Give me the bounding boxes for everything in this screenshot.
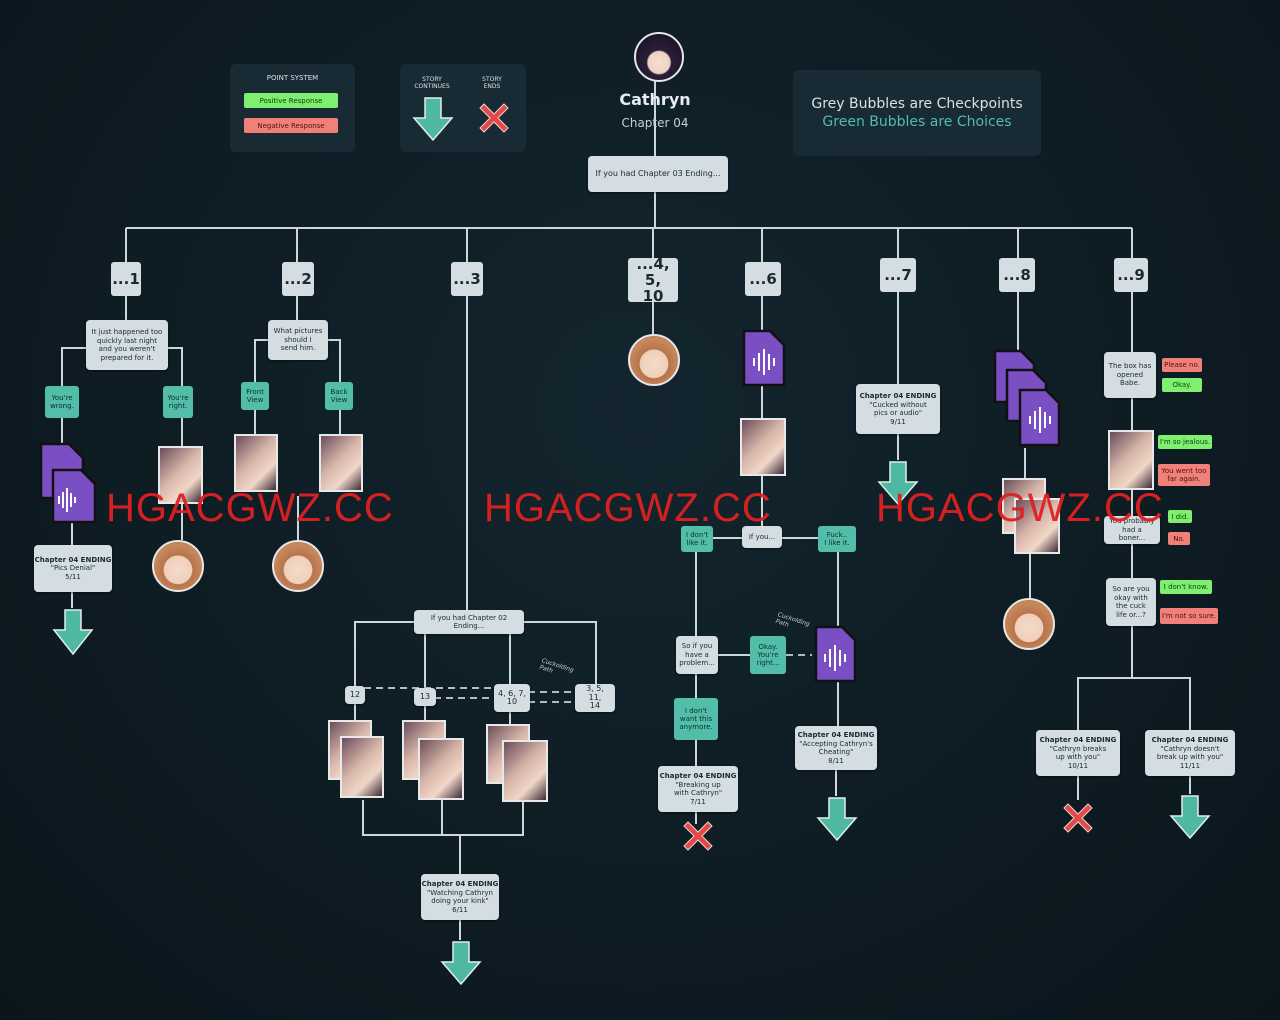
- cathryn-avatar: [634, 32, 684, 82]
- b9-ending-stay: Chapter 04 ENDING"Cathryn doesn't break …: [1145, 730, 1235, 776]
- branch-9: ...9: [1114, 258, 1148, 292]
- arrow-down-icon: [440, 941, 482, 986]
- b9-photo: [1108, 430, 1154, 490]
- branch-7: ...7: [880, 258, 916, 292]
- arrow-down-icon: [1169, 795, 1211, 840]
- b9-response-no: No.: [1168, 532, 1190, 545]
- b3-option-12: 12: [345, 686, 365, 704]
- b3-checkpoint: If you had Chapter 02 Ending...: [414, 610, 524, 634]
- branch-1: ...1: [111, 262, 141, 296]
- legend-positive: Positive Response: [244, 93, 338, 108]
- b3-photo-c2: [502, 740, 548, 802]
- cross-icon: [1063, 803, 1093, 833]
- legend-title: POINT SYSTEM: [266, 74, 319, 82]
- b2-photo-back: [319, 434, 363, 492]
- audio-file-icon: [742, 329, 786, 387]
- cross-icon: [683, 821, 713, 851]
- b4-avatar: [628, 334, 680, 386]
- legend-continues: STORY CONTINUES: [414, 76, 450, 90]
- b3-option-13: 13: [414, 688, 436, 706]
- b1-ending: Chapter 04 ENDING"Pics Denial"5/11: [34, 545, 112, 592]
- b9-response-okay: Okay.: [1162, 378, 1202, 392]
- b1-choice-wrong: You're wrong.: [45, 386, 79, 418]
- b9-response-not-sure: I'm not so sure.: [1160, 608, 1218, 624]
- b9-response-please-no: Please no.: [1162, 358, 1202, 372]
- watermark-1: HGACGWZ.CC: [106, 486, 394, 530]
- b3-option-3-5-11-14: 3, 5, 11, 14: [575, 684, 615, 712]
- b9-response-dont-know: I don't know.: [1160, 580, 1212, 594]
- b3-ending: Chapter 04 ENDING"Watching Cathryn doing…: [421, 874, 499, 920]
- b8-photo-2: [1014, 498, 1060, 554]
- b3-photo-b2: [418, 738, 464, 800]
- branch-3: ...3: [451, 262, 483, 296]
- character-name: Cathryn: [619, 90, 691, 109]
- b9-response-jealous: I'm so jealous.: [1158, 435, 1212, 449]
- b1-avatar: [152, 540, 204, 592]
- b1-choice-right: You're right.: [163, 386, 193, 418]
- b9-checkpoint-boner: You probably had a boner...: [1104, 516, 1160, 544]
- b1-checkpoint: It just happened too quickly last night …: [86, 320, 168, 370]
- b9-response-too-far: You went too far again.: [1158, 464, 1210, 486]
- audio-file-icon: [993, 349, 1061, 447]
- info-line-1: Grey Bubbles are Checkpoints: [811, 96, 1023, 112]
- b8-avatar: [1003, 598, 1055, 650]
- b2-choice-back: Back View: [325, 382, 353, 410]
- b6-checkpoint: If you...: [742, 526, 782, 548]
- cross-icon: [479, 103, 509, 133]
- b2-checkpoint: What pictures should I send him.: [268, 320, 328, 360]
- b9-checkpoint-cuck: So are you okay with the cuck life or...…: [1106, 578, 1156, 626]
- chapter-label: Chapter 04: [621, 116, 689, 130]
- b6-problem-checkpoint: So if you have a problem...: [676, 636, 718, 674]
- legend-panel: POINT SYSTEM Positive Response Negative …: [230, 64, 355, 152]
- branch-6: ...6: [745, 262, 781, 296]
- arrow-down-icon: [412, 97, 454, 142]
- b6-choice-dislike: I don't like it.: [681, 526, 713, 552]
- audio-file-icon: [814, 625, 857, 683]
- b3-option-4-6-7-10: 4, 6, 7, 10: [494, 684, 530, 712]
- info-line-2: Green Bubbles are Choices: [822, 114, 1012, 130]
- b6-photo: [740, 418, 786, 476]
- branch-8: ...8: [999, 258, 1035, 292]
- b6-choice-dont-want: I don't want this anymore.: [674, 698, 718, 740]
- watermark-2: HGACGWZ.CC: [484, 486, 772, 530]
- b2-avatar: [272, 540, 324, 592]
- b1-photo: [158, 446, 203, 504]
- b9-checkpoint-box: The box has opened Babe.: [1104, 352, 1156, 398]
- b3-photo-a2: [340, 736, 384, 798]
- b6-choice-like: Fuck.. I like it.: [818, 526, 856, 552]
- branch-2: ...2: [282, 262, 314, 296]
- b6-ending-breakup: Chapter 04 ENDING"Breaking up with Cathr…: [658, 766, 738, 812]
- info-panel: Grey Bubbles are Checkpoints Green Bubbl…: [793, 70, 1041, 156]
- arrow-down-icon: [877, 461, 919, 506]
- b2-photo-front: [234, 434, 278, 492]
- branch-4-5-10: ...4, 5, 10: [628, 256, 678, 304]
- watermark-3: HGACGWZ.CC: [876, 486, 1164, 530]
- legend-ends: STORY ENDS: [482, 76, 502, 90]
- audio-file-icon: [39, 442, 97, 524]
- b7-ending: Chapter 04 ENDING"Cucked without pics or…: [856, 384, 940, 434]
- root-checkpoint: If you had Chapter 03 Ending...: [588, 156, 728, 192]
- b6-ending-accept: Chapter 04 ENDING"Accepting Cathryn's Ch…: [795, 726, 877, 770]
- b9-ending-breakup: Chapter 04 ENDING"Cathryn breaks up with…: [1036, 730, 1120, 776]
- b9-response-did: I did.: [1168, 510, 1192, 523]
- arrow-down-icon: [816, 797, 858, 842]
- arrow-down-icon: [52, 609, 94, 656]
- legend-negative: Negative Response: [244, 118, 338, 133]
- b6-choice-okay: Okay. You're right...: [750, 636, 786, 674]
- b2-choice-front: Front View: [241, 382, 269, 410]
